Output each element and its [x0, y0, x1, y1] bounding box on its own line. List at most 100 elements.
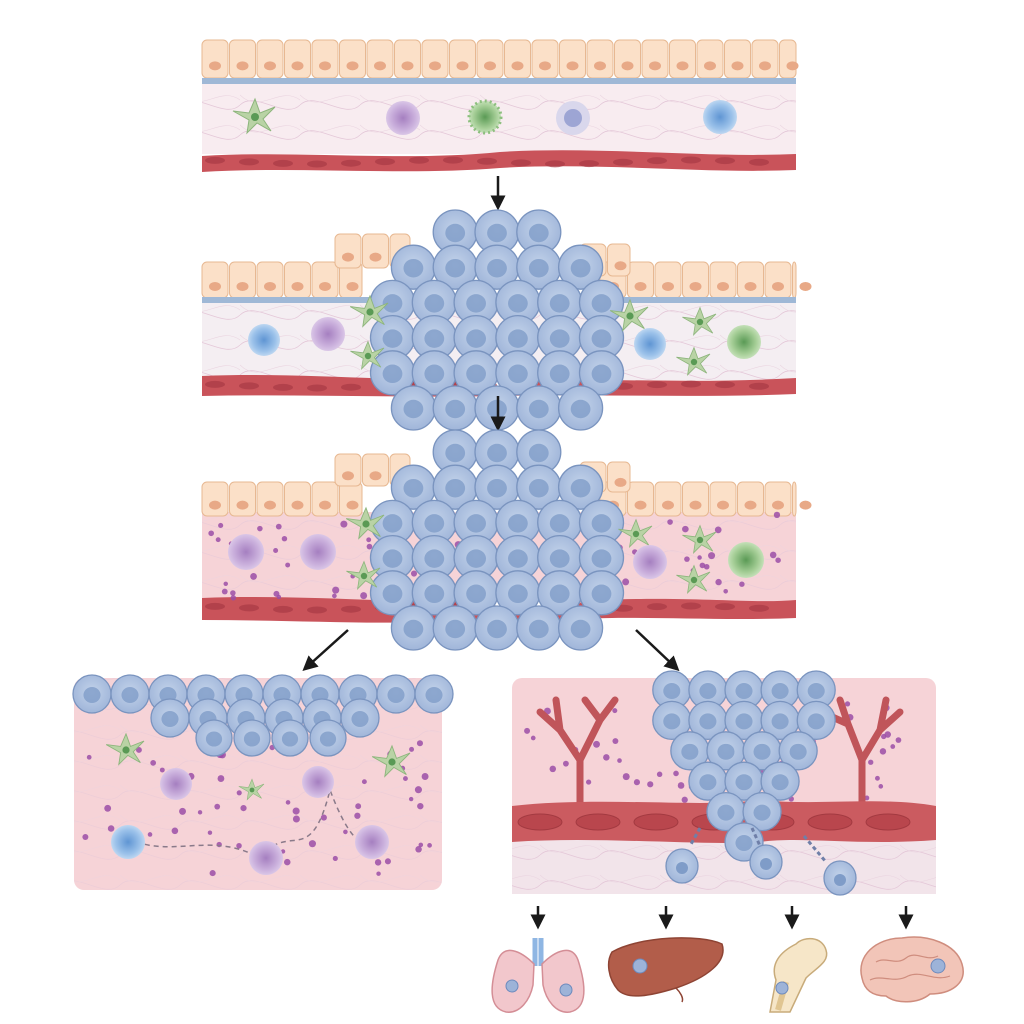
cytokine-dot	[673, 770, 679, 777]
cytokine-dot	[208, 530, 214, 537]
immune-cell-icon	[160, 768, 192, 800]
intravasation-trail	[688, 827, 828, 863]
epithelial-cell	[669, 39, 696, 79]
cytokine-dot	[612, 708, 618, 714]
arrow-left-down-icon	[302, 629, 349, 672]
cytokine-dot	[647, 781, 654, 788]
cytokine-dot	[360, 592, 368, 600]
cytokine-dot	[612, 738, 619, 745]
tumor-cell	[778, 731, 818, 771]
cytokine-dot	[593, 740, 601, 748]
cytokine-dot	[209, 870, 216, 877]
tumor-cell	[453, 279, 499, 326]
epithelial-cell	[751, 39, 779, 79]
cytokine-dot	[355, 803, 362, 810]
cytokine-dot	[332, 586, 340, 594]
brain-icon	[860, 936, 964, 1003]
cytokine-dot	[197, 810, 203, 815]
endothelial-nucleus	[239, 604, 259, 612]
cytokine-dot	[159, 767, 165, 773]
cytokine-dot	[215, 537, 221, 543]
immune-recruitment-panel	[72, 674, 454, 890]
stromal-cells	[248, 294, 761, 376]
tumor-cell	[557, 244, 604, 290]
tumor-cell	[414, 674, 454, 714]
endothelial-nucleus	[205, 380, 225, 388]
cytokine-dot	[739, 581, 745, 587]
cytokine-dot	[361, 779, 367, 785]
stage-normal-tissue	[201, 39, 799, 172]
cytokine-dot	[273, 590, 280, 597]
epithelial-cell	[339, 39, 366, 79]
epithelial-cell	[654, 261, 682, 299]
immune-cells	[105, 732, 411, 875]
tumor-cell	[796, 700, 836, 741]
endothelial-nucleus	[375, 158, 395, 166]
cytokine-dot	[171, 827, 179, 835]
cytokine-dot	[292, 807, 300, 815]
epithelial-cell	[311, 481, 339, 517]
tumor-cell	[453, 570, 499, 616]
cytokine-dot	[340, 520, 348, 528]
cytokine-dot	[418, 842, 424, 848]
epithelial-cell	[311, 261, 339, 299]
tumor-cell	[578, 279, 625, 326]
migration-path	[127, 787, 373, 859]
immune-cell-icon	[703, 100, 737, 134]
immune-cell-icon	[355, 825, 389, 859]
tumor-nucleus	[834, 874, 846, 886]
tumor-nucleus	[676, 862, 688, 874]
tumor-cell	[340, 698, 380, 738]
tumor-cell	[742, 731, 782, 771]
cytokine-dot	[179, 807, 186, 815]
angiogenesis-intravasation-panel	[512, 670, 936, 896]
tumor-cell	[516, 605, 562, 651]
tumor-cell	[432, 605, 478, 651]
tumor-nucleus	[760, 858, 772, 870]
endothelial-nucleus	[443, 156, 463, 164]
fibroblast-icon	[371, 744, 411, 778]
cytokine-dot	[881, 733, 887, 740]
epithelial-cell	[362, 453, 389, 487]
epithelial-cell	[394, 39, 421, 79]
cytokine-dot	[104, 804, 112, 812]
tumor-cell	[390, 464, 437, 510]
cytokine-dot	[603, 754, 610, 761]
endothelial-nucleus	[341, 383, 361, 391]
cytokine-dot	[414, 786, 422, 794]
cytokine-dot	[281, 535, 288, 542]
epithelial-cell	[709, 481, 737, 517]
cytokine-dot	[617, 758, 622, 763]
endothelial-nucleus	[205, 156, 225, 164]
cytokine-dot	[292, 815, 300, 823]
epithelial-cell	[696, 39, 724, 79]
tumor-cell	[150, 698, 190, 738]
epithelial-cell	[476, 39, 504, 79]
epithelial-cell	[229, 261, 256, 299]
cytokine-dot	[273, 548, 279, 554]
epithelial-cell	[737, 481, 764, 517]
fibroblast-icon	[676, 564, 711, 594]
tumor-cell	[432, 385, 478, 431]
endothelial-cell	[807, 813, 853, 831]
tumor-cell	[411, 534, 457, 581]
endothelial-nucleus	[715, 603, 735, 611]
endothelial-nucleus	[715, 381, 735, 389]
cytokine-dot	[320, 814, 327, 821]
epithelial-cell	[366, 39, 394, 79]
cytokine-dot	[524, 727, 531, 734]
organ-arrows	[530, 906, 914, 930]
cytokine-dot	[656, 771, 663, 778]
immune-cell-icon	[300, 534, 336, 570]
tumor-cell	[706, 791, 746, 832]
endothelial-nucleus	[579, 160, 599, 168]
tumor-cell	[453, 350, 499, 396]
tumor-cell	[688, 761, 728, 801]
basement-membrane	[202, 297, 392, 303]
cytokine-dot	[415, 846, 422, 853]
cytokine-dot	[684, 556, 690, 562]
cytokine-dot	[530, 735, 536, 741]
tumor-cell	[233, 719, 271, 757]
epithelial-cell	[682, 481, 709, 517]
endothelial-cell	[633, 813, 679, 831]
